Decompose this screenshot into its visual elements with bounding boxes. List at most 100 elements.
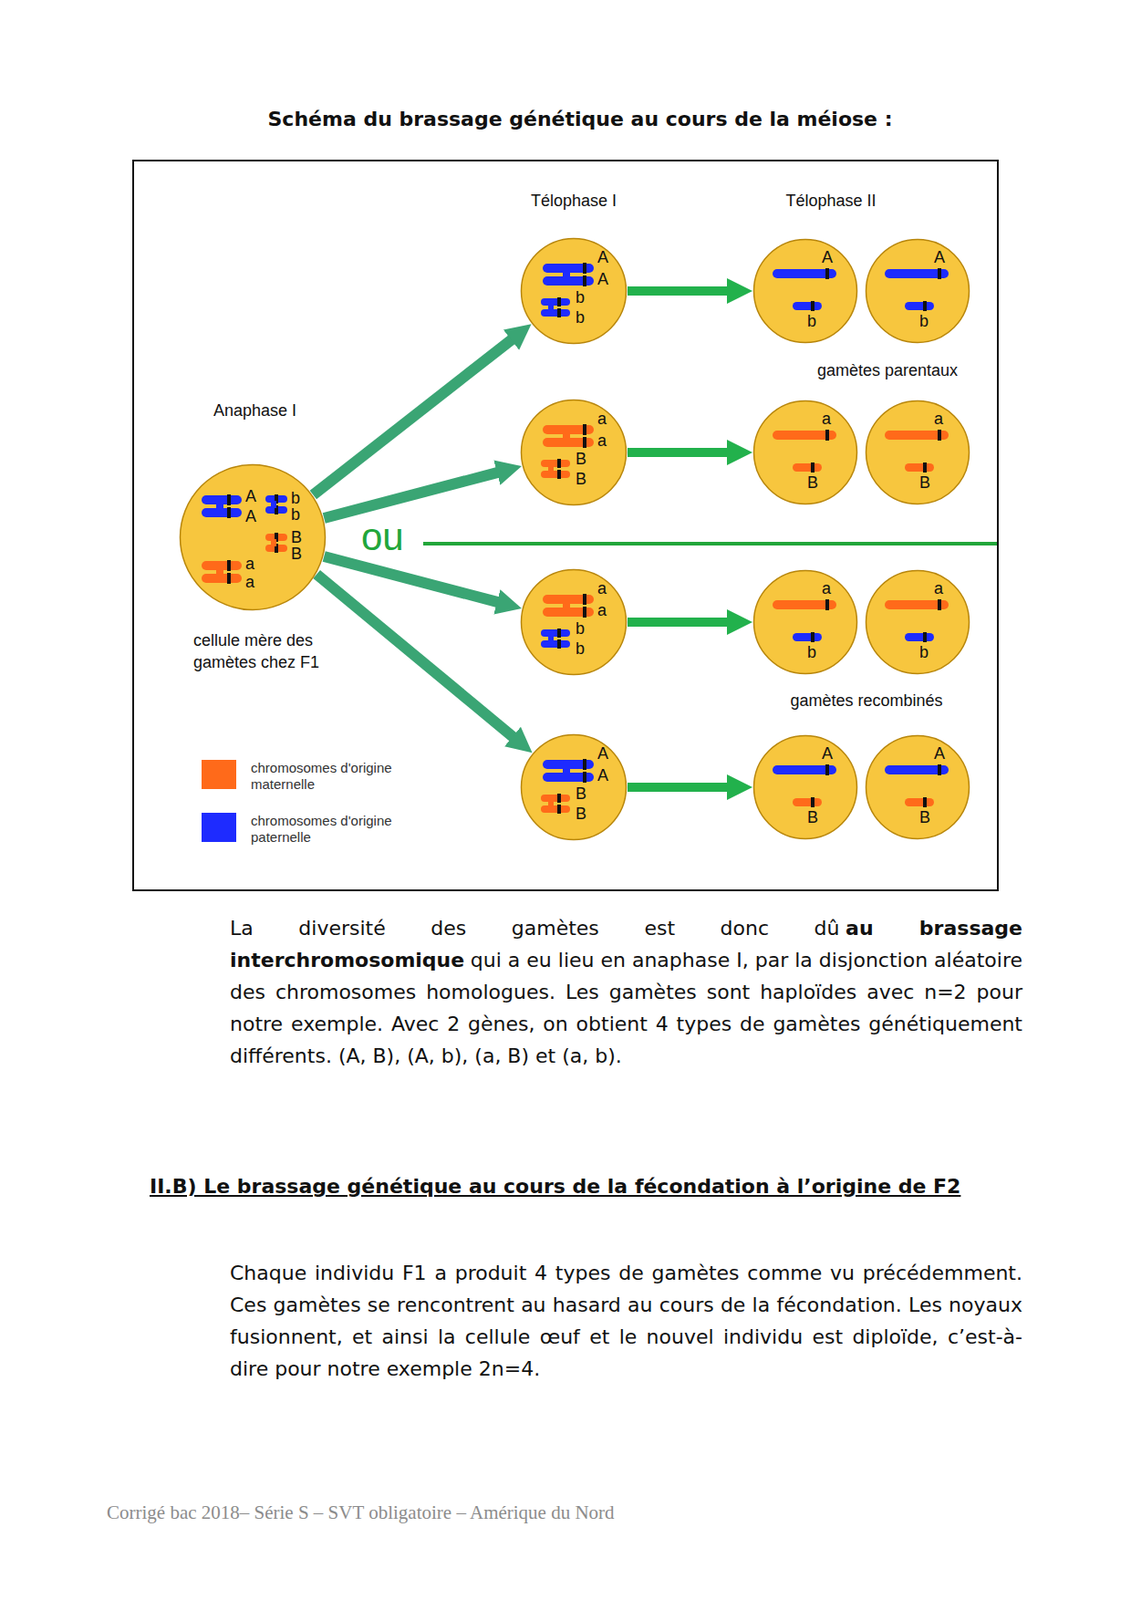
chromatid bbox=[904, 632, 934, 642]
cell-membrane bbox=[866, 239, 970, 343]
telophase-cell: ABAB bbox=[519, 733, 628, 841]
allele-label: B bbox=[290, 545, 302, 562]
cell-outline bbox=[519, 568, 628, 676]
allele-label: B bbox=[575, 805, 587, 822]
chromatid bbox=[792, 301, 822, 311]
centromere bbox=[216, 568, 224, 576]
stage-label: Anaphase I bbox=[213, 401, 297, 421]
allele-label: b bbox=[919, 312, 929, 330]
allele-label: a bbox=[933, 410, 944, 427]
paragraph-text: La diversité des gamètes est donc dû bbox=[229, 916, 841, 940]
allele-locus bbox=[810, 300, 815, 312]
allele-label: b bbox=[575, 309, 585, 326]
allele-locus bbox=[582, 262, 587, 274]
allele-label: b bbox=[575, 640, 585, 657]
cell-outline bbox=[752, 238, 859, 344]
centromere bbox=[548, 465, 554, 473]
telophase-cell: AbAb bbox=[519, 237, 628, 345]
chromatid bbox=[904, 301, 934, 311]
allele-locus bbox=[557, 628, 561, 638]
stage-label: Télophase II bbox=[785, 191, 876, 211]
chromosome-set bbox=[540, 262, 594, 318]
allele-label: A bbox=[933, 249, 945, 266]
chromatid bbox=[540, 470, 571, 478]
allele-label: a bbox=[597, 601, 607, 619]
chromatid bbox=[540, 309, 571, 317]
gamete-cell: ab bbox=[864, 569, 971, 675]
allele-label: b bbox=[807, 312, 817, 330]
centromere bbox=[548, 799, 554, 808]
alternative-word: ou bbox=[361, 518, 405, 557]
chromatid bbox=[540, 805, 571, 813]
allele-label: a bbox=[597, 432, 607, 449]
allele-locus bbox=[825, 268, 830, 280]
gamete-cell: Ab bbox=[752, 238, 859, 344]
centromere bbox=[270, 539, 277, 547]
allele-locus bbox=[227, 572, 231, 584]
allele-locus bbox=[557, 297, 561, 307]
page-title: Schéma du brassage génétique au cours de… bbox=[267, 107, 893, 131]
paragraph-text: Chaque individu F1 a produit 4 types de … bbox=[229, 1256, 1023, 1385]
group-label: gamètes recombinés bbox=[789, 691, 943, 711]
allele-locus bbox=[582, 771, 587, 783]
allele-locus bbox=[557, 308, 561, 318]
chromatid bbox=[884, 600, 949, 610]
telophase-cell: aBaB bbox=[519, 398, 628, 507]
cell-outline bbox=[752, 399, 859, 506]
stage-label: Télophase I bbox=[530, 191, 617, 211]
chromatid bbox=[540, 640, 571, 648]
allele-locus bbox=[557, 639, 561, 649]
allele-label: A bbox=[245, 487, 257, 505]
allele-label: A bbox=[245, 508, 257, 525]
allele-label: a bbox=[597, 410, 607, 427]
allele-label: a bbox=[245, 573, 255, 591]
allele-locus bbox=[582, 436, 587, 448]
allele-locus bbox=[557, 793, 561, 803]
arrow-connector bbox=[627, 447, 733, 457]
chromosome-set bbox=[201, 494, 288, 584]
allele-label: B bbox=[575, 470, 587, 488]
chromatid bbox=[540, 298, 571, 306]
cell-outline bbox=[864, 734, 971, 841]
chromatid bbox=[540, 794, 571, 802]
allele-label: a bbox=[597, 580, 607, 597]
allele-locus bbox=[825, 429, 830, 441]
allele-label: B bbox=[919, 809, 931, 826]
chromatid bbox=[884, 430, 949, 440]
gamete-cell: ab bbox=[752, 569, 859, 675]
chromosome-set bbox=[884, 599, 949, 643]
chromatid bbox=[904, 463, 934, 472]
allele-label: b bbox=[290, 489, 301, 507]
allele-locus bbox=[937, 429, 942, 441]
cell-outline bbox=[864, 238, 971, 344]
gamete-cell: AB bbox=[752, 734, 859, 841]
chromatid bbox=[772, 430, 837, 440]
cell-outline bbox=[519, 398, 628, 507]
cell-membrane bbox=[521, 238, 627, 344]
cell-membrane bbox=[521, 570, 627, 675]
gamete-cell: aB bbox=[864, 399, 971, 506]
chromosome-set bbox=[540, 593, 594, 649]
allele-locus bbox=[557, 804, 561, 814]
allele-label: b bbox=[575, 620, 585, 637]
allele-label: a bbox=[245, 555, 255, 572]
allele-locus bbox=[227, 560, 231, 571]
chromatid bbox=[792, 632, 822, 642]
centromere bbox=[562, 767, 571, 775]
chromosome-set bbox=[884, 429, 949, 473]
allele-locus bbox=[582, 758, 587, 770]
legend-swatch bbox=[201, 812, 237, 842]
chromatid bbox=[772, 269, 837, 279]
allele-locus bbox=[582, 275, 587, 287]
allele-label: A bbox=[597, 767, 609, 784]
allele-locus bbox=[810, 797, 815, 808]
allele-locus bbox=[923, 797, 927, 808]
allele-label: B bbox=[575, 450, 587, 467]
arrow-connector bbox=[627, 782, 733, 792]
allele-label: B bbox=[919, 474, 931, 491]
chromatid bbox=[540, 629, 571, 637]
allele-locus bbox=[582, 606, 587, 618]
cell-membrane bbox=[754, 570, 858, 675]
telophase-cell: abab bbox=[519, 568, 628, 676]
allele-label: A bbox=[821, 249, 833, 266]
